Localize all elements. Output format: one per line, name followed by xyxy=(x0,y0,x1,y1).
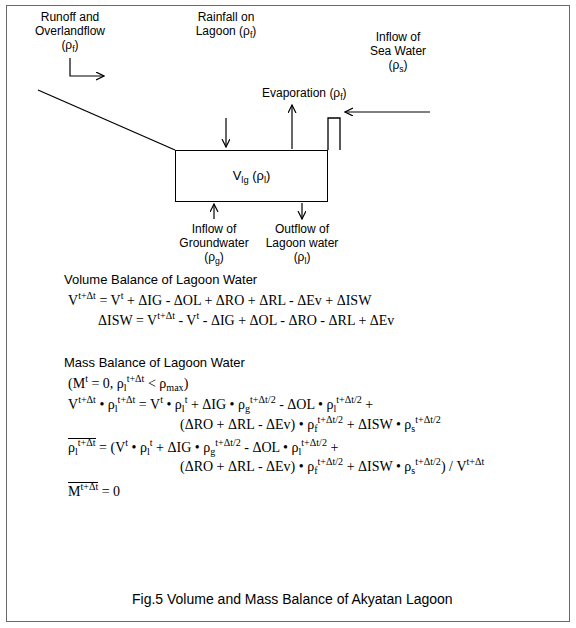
equation: Vt+Δt • ρlt+Δt = Vt • ρlt + ΔIG • ρgt+Δt… xyxy=(68,396,373,414)
condition: (Mt = 0, ρlt+Δt < ρmax) xyxy=(68,375,188,393)
subscript: l xyxy=(304,256,306,266)
subscript: f xyxy=(314,423,317,434)
superscript: t+Δt/2 xyxy=(318,456,344,467)
superscript: t xyxy=(121,290,124,301)
superscript: t+Δt xyxy=(127,373,145,384)
subscript: f xyxy=(340,92,342,102)
superscript: t xyxy=(85,373,88,384)
superscript: t+Δt/2 xyxy=(415,456,441,467)
superscript: t+Δt/2 xyxy=(336,394,362,405)
superscript: t+Δt/2 xyxy=(250,394,276,405)
subscript: lg xyxy=(241,175,248,185)
subscript: f xyxy=(72,44,74,54)
equation: Mt+Δt = 0 xyxy=(68,482,120,501)
subscript: l xyxy=(147,446,150,457)
superscript: t+Δt xyxy=(157,310,175,321)
equation: (ΔRO + ΔRL - ΔEv) • ρft+Δt/2 + ΔISW • ρs… xyxy=(180,416,441,434)
figure-caption: Fig.5 Volume and Mass Balance of Akyatan… xyxy=(132,590,453,608)
equation: ρlt+Δt = (Vt • ρlt + ΔIG • ρgt+Δt/2 - ΔO… xyxy=(68,438,338,457)
subscript: g xyxy=(215,256,220,266)
inflow-label: Rainfall on Lagoon (ρf) xyxy=(195,10,257,38)
lagoon-box: Vlg (ρl) xyxy=(175,150,328,202)
runoff-arrow xyxy=(70,58,104,76)
superscript: t+Δt/2 xyxy=(318,414,344,425)
subscript: l xyxy=(115,403,118,414)
seawater-arrow xyxy=(345,111,430,112)
subscript: l xyxy=(75,446,78,457)
outflow-label: Outflow of Lagoon water (ρl) xyxy=(262,222,342,264)
subscript: l xyxy=(264,175,266,185)
inflow-label: Runoff and Overlandflow (ρf) xyxy=(30,10,110,52)
superscript: t+Δt xyxy=(80,481,98,492)
superscript: t+Δt/2 xyxy=(215,437,241,448)
superscript: t+Δt/2 xyxy=(415,414,441,425)
superscript: t+Δt xyxy=(78,394,96,405)
overline-term: Mt+Δt xyxy=(68,482,98,499)
sea-wall xyxy=(328,118,340,150)
superscript: t xyxy=(185,394,188,405)
superscript: t xyxy=(196,310,199,321)
subscript: l xyxy=(124,382,127,393)
lagoon-label: Vlg (ρl) xyxy=(233,168,271,184)
inflow-label: Inflow of Groundwater (ρg) xyxy=(176,222,252,264)
superscript: t+Δt xyxy=(78,437,96,448)
subscript: f xyxy=(314,465,317,476)
subscript: g xyxy=(210,446,215,457)
overline-term: ρlt+Δt xyxy=(68,438,96,455)
superscript: t+Δt/2 xyxy=(301,437,327,448)
superscript: t+Δt xyxy=(118,394,136,405)
subscript: l xyxy=(299,446,302,457)
subscript: s xyxy=(399,64,403,74)
superscript: t xyxy=(150,437,153,448)
superscript: t+Δt xyxy=(78,290,96,301)
equation: (ΔRO + ΔRL - ΔEv) • ρft+Δt/2 + ΔISW • ρs… xyxy=(180,458,484,476)
superscript: t+Δt xyxy=(467,456,485,467)
subscript: f xyxy=(250,30,252,40)
inflow-label: Inflow of Sea Water (ρs) xyxy=(366,30,430,72)
section-heading: Mass Balance of Lagoon Water xyxy=(64,355,245,371)
ground-slope xyxy=(38,90,175,150)
equation: Vt+Δt = Vt + ΔIG - ΔOL + ΔRO + ΔRL - ΔEv… xyxy=(68,292,371,310)
subscript: s xyxy=(411,423,415,434)
subscript: s xyxy=(411,465,415,476)
evaporation-arrow xyxy=(291,105,292,149)
outflow-label: Evaporation (ρf) xyxy=(262,86,347,100)
superscript: t xyxy=(160,394,163,405)
figure-frame xyxy=(7,6,570,622)
subscript: max xyxy=(166,382,183,393)
subscript: l xyxy=(333,403,336,414)
outflow-arrow xyxy=(301,203,302,219)
section-heading: Volume Balance of Lagoon Water xyxy=(64,272,257,288)
rainfall-arrow xyxy=(225,118,226,147)
groundwater-arrow xyxy=(213,204,214,219)
subscript: l xyxy=(182,403,185,414)
superscript: t xyxy=(125,437,128,448)
equation: ΔISW = Vt+Δt - Vt - ΔIG + ΔOL - ΔRO - ΔR… xyxy=(98,312,394,330)
subscript: g xyxy=(245,403,250,414)
